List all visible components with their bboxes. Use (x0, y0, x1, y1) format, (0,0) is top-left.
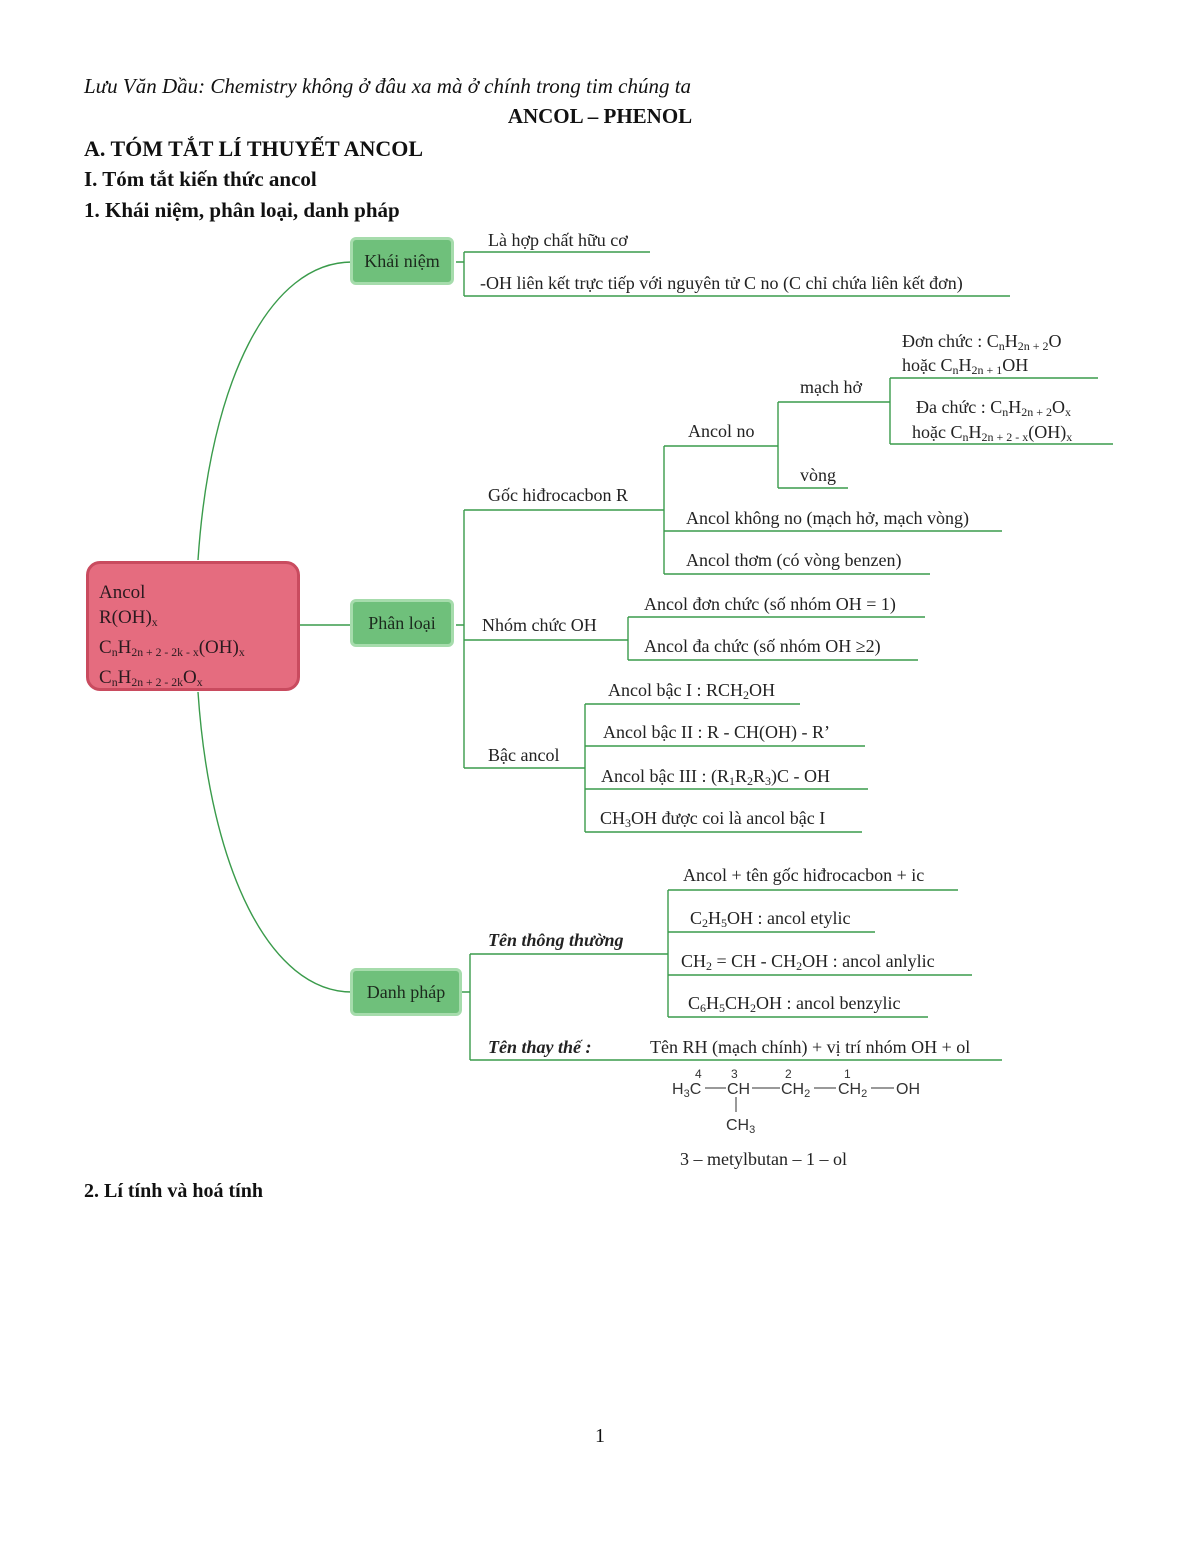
node-danh-phap: Danh pháp (350, 968, 462, 1016)
ancol-anlylic: CH2 = CH - CH2OH : ancol anlylic (681, 951, 935, 973)
svg-text:4: 4 (695, 1067, 702, 1081)
svg-text:3: 3 (731, 1067, 738, 1081)
ancol-etylic: C2H5OH : ancol etylic (690, 908, 850, 930)
example-name: 3 – metylbutan – 1 – ol (680, 1149, 847, 1169)
ancol-thom: Ancol thơm (có vòng benzen) (686, 550, 901, 571)
ch3oh-note: CH3OH được coi là ancol bậc I (600, 808, 825, 830)
svg-text:CH2: CH2 (838, 1081, 867, 1100)
ancol-khong-no: Ancol không no (mạch hở, mạch vòng) (686, 508, 969, 529)
khai-niem-item1: Là hợp chất hữu cơ (488, 230, 628, 250)
nhom-chuc-oh: Nhóm chức OH (482, 615, 597, 635)
heading-i: I. Tóm tắt kiến thức ancol (84, 167, 317, 191)
da-chuc-formula: Đa chức : CnH2n + 2Ox (916, 397, 1071, 419)
root-formula-general: CnH2n + 2 - 2k - x(OH)x (99, 636, 245, 659)
svg-text:CH3: CH3 (726, 1117, 755, 1136)
mindmap-connectors: Là hợp chất hữu cơ -OH liên kết trực tiế… (197, 230, 1113, 1169)
ancol-bac-3: Ancol bậc III : (R1R2R3)C - OH (601, 766, 830, 788)
ancol-no: Ancol no (688, 421, 755, 441)
author-line: Lưu Văn Dầu: Chemistry không ở đâu xa mà… (84, 74, 692, 98)
svg-text:H3C: H3C (672, 1081, 701, 1100)
root-formula-roh: R(OH)x (99, 607, 158, 629)
ancol-da-chuc: Ancol đa chức (số nhóm OH ≥2) (644, 636, 881, 657)
structural-formula: 4 3 2 1 H3C CH CH2 CH2 OH CH3 (672, 1067, 920, 1136)
thay-the-rule: Tên RH (mạch chính) + vị trí nhóm OH + o… (650, 1037, 970, 1058)
don-chuc-alt-formula: hoặc CnH2n + 1OH (902, 355, 1028, 377)
khai-niem-item2: -OH liên kết trực tiếp với nguyên tử C n… (480, 273, 963, 294)
page-number: 1 (595, 1425, 605, 1447)
root-formula-ox: CnH2n + 2 - 2kOx (99, 666, 203, 689)
root-title: Ancol (99, 582, 146, 603)
heading-2: 2. Lí tính và hoá tính (84, 1180, 263, 1202)
node-phan-loai: Phân loại (350, 599, 454, 647)
node-khai-niem: Khái niệm (350, 237, 454, 285)
don-chuc-formula: Đơn chức : CnH2n + 2O (902, 331, 1062, 353)
ancol-don-chuc: Ancol đơn chức (số nhóm OH = 1) (644, 594, 896, 615)
svg-text:1: 1 (844, 1067, 851, 1081)
svg-text:CH2: CH2 (781, 1081, 810, 1100)
ten-thong-thuong: Tên thông thường (488, 930, 623, 950)
ancol-bac-2: Ancol bậc II : R - CH(OH) - R’ (603, 722, 830, 743)
root-node-ancol: Ancol R(OH)x CnH2n + 2 - 2k - x(OH)x CnH… (86, 561, 300, 691)
document-title: ANCOL – PHENOL (507, 104, 693, 128)
heading-1: 1. Khái niệm, phân loại, danh pháp (84, 198, 400, 222)
svg-text:2: 2 (785, 1067, 792, 1081)
thong-thuong-rule: Ancol + tên gốc hiđrocacbon + ic (683, 865, 924, 885)
ancol-benzylic: C6H5CH2OH : ancol benzylic (688, 993, 900, 1015)
svg-text:OH: OH (896, 1081, 920, 1098)
mach-ho: mạch hở (800, 377, 862, 397)
heading-a: A. TÓM TẮT LÍ THUYẾT ANCOL (84, 136, 424, 161)
vong: vòng (800, 465, 836, 485)
svg-text:CH: CH (727, 1081, 750, 1098)
bac-ancol: Bậc ancol (488, 745, 559, 765)
goc-hidrocacbon: Gốc hiđrocacbon R (488, 485, 628, 505)
da-chuc-alt-formula: hoặc CnH2n + 2 - x(OH)x (912, 422, 1072, 444)
ten-thay-the: Tên thay thế : (488, 1037, 592, 1057)
ancol-bac-1: Ancol bậc I : RCH2OH (608, 680, 775, 702)
